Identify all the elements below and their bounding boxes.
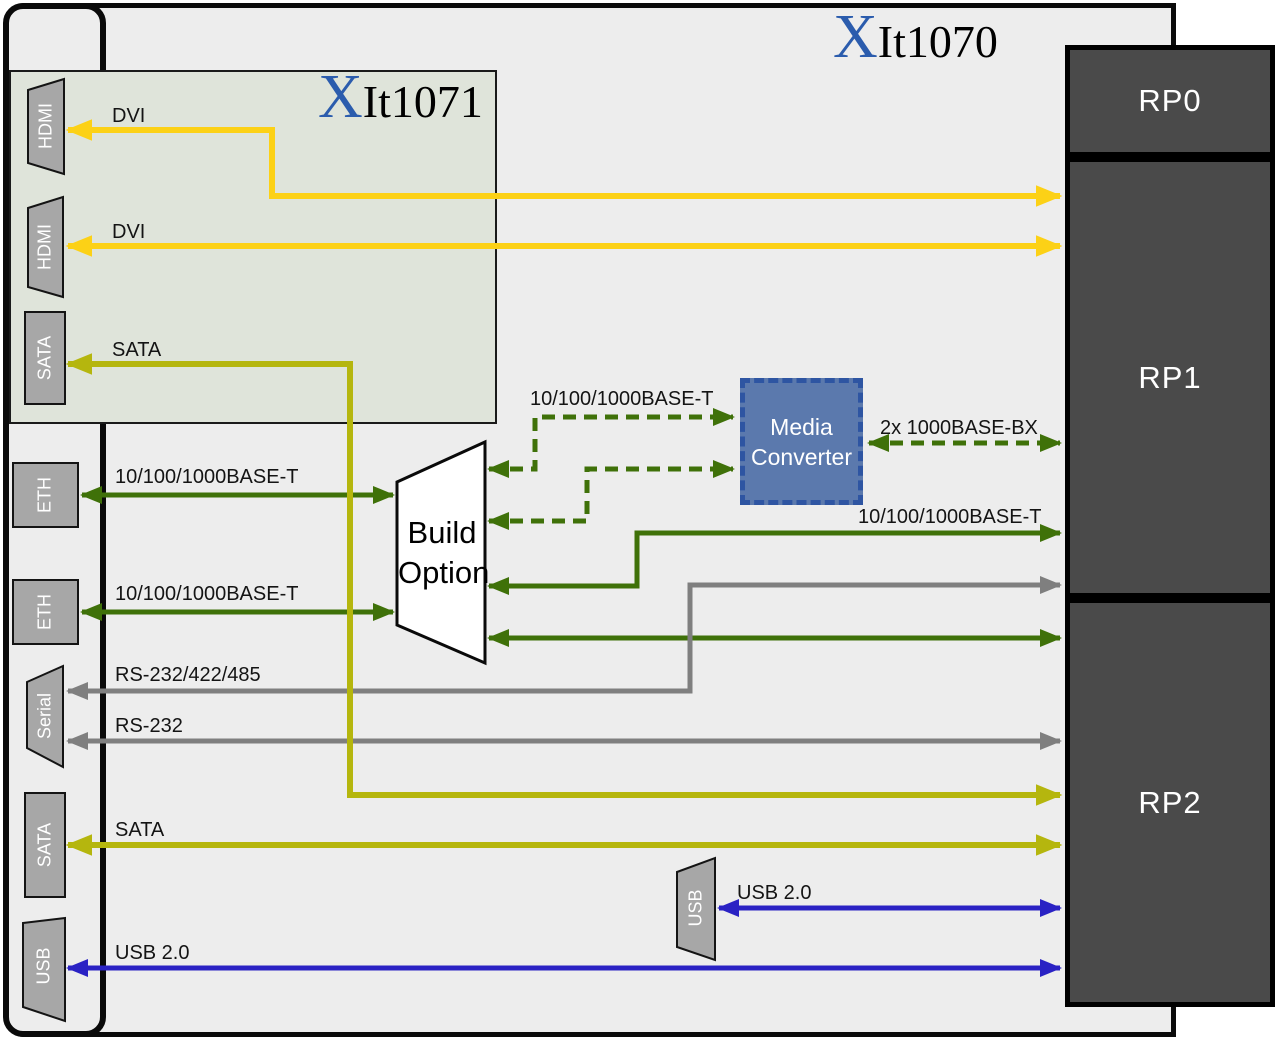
usb-internal-label: USB 2.0 [737,882,812,904]
build-option-line2: Option [398,555,490,590]
eth-bottom-connector [12,579,79,645]
sata-bottom-connector-label: SATA [34,822,55,868]
sata-top-connector [24,311,66,405]
media-out-label: 2x 1000BASE-BX [880,417,1038,439]
usb-panel-connector-label: USB [33,947,54,985]
usb-panel-connector [22,916,66,1023]
dvi-mid-label: DVI [112,221,146,243]
eth-top-label: 10/100/1000BASE-T [115,466,299,488]
rp2-label: RP2 [1138,784,1202,820]
sata-bottom-connector [24,792,66,898]
main-title-model: It1070 [877,16,998,67]
rp0-module: RP0 [1065,45,1275,157]
dvi-top-line [65,119,1063,207]
sata-top-label: SATA [112,339,162,361]
build-option-shape [395,439,487,666]
serial-connector-label: Serial [34,692,55,740]
media-in-line-1 [487,408,735,478]
media-in-label: 10/100/1000BASE-T [530,388,714,410]
main-title: XIt1070 [833,2,998,73]
hdmi-top-connector [27,77,65,176]
build-option-label: Build Option [398,513,490,593]
usb-internal-connector-label: USB [685,889,706,927]
build-option-line1: Build [407,515,477,550]
serial-rs232-label: RS-232 [115,715,183,737]
inner-title: XIt1071 [318,62,483,133]
hdmi-mid-connector-label: HDMI [34,224,55,270]
sata-top-connector-label: SATA [34,335,55,381]
eth-top-connector [12,462,79,528]
eth-bottom-connector-label: ETH [34,594,55,630]
sata-bottom-label: SATA [115,819,165,841]
hdmi-top-connector-label: HDMI [35,103,56,149]
eth-bottom-label: 10/100/1000BASE-T [115,583,299,605]
rp0-label: RP0 [1138,83,1202,118]
rp1-eth-label: 10/100/1000BASE-T [858,506,1042,528]
serial-connector [26,664,64,769]
hdmi-mid-connector [27,195,64,299]
usb-internal-connector [676,856,716,962]
rp1-eth-line [487,524,1062,595]
dvi-top-label: DVI [112,105,146,127]
rp2-module: RP2 [1065,598,1275,1007]
media-in-line-2 [487,460,735,530]
eth-top-connector-label: ETH [34,477,55,513]
rp1-label: RP1 [1138,359,1202,395]
serial-multi-label: RS-232/422/485 [115,664,261,686]
inner-title-model: It1071 [362,76,483,127]
main-title-x: X [833,3,878,71]
usb-panel-label: USB 2.0 [115,942,190,964]
rp1-module: RP1 [1065,157,1275,598]
sata-top-line [65,353,1063,806]
